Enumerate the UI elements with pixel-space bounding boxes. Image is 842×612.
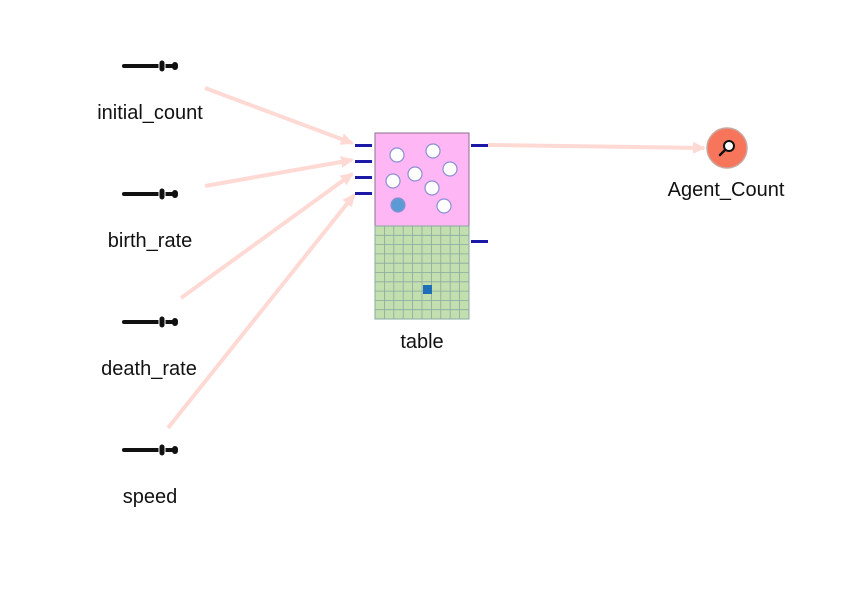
input-port[interactable] xyxy=(355,144,372,147)
slider-icon[interactable] xyxy=(122,315,178,329)
magnifier-icon[interactable] xyxy=(706,127,748,169)
agent-table-icon[interactable] xyxy=(374,132,470,320)
ports xyxy=(355,144,488,243)
highlighted-cell xyxy=(423,285,432,294)
slider-icon[interactable] xyxy=(122,443,178,457)
agent-dot xyxy=(436,198,452,214)
agent-dot xyxy=(425,143,441,159)
agent-dot xyxy=(407,166,423,182)
input-port[interactable] xyxy=(355,176,372,179)
input-port[interactable] xyxy=(355,160,372,163)
grid-lines xyxy=(375,226,469,319)
slider-label-speed: speed xyxy=(122,486,178,508)
table-label: table xyxy=(400,331,444,353)
slider-icon[interactable] xyxy=(122,59,178,73)
agent-count-label: Agent_Count xyxy=(667,179,785,201)
agent-dot xyxy=(442,161,458,177)
agent-dot xyxy=(385,173,401,189)
agent-dot xyxy=(424,180,440,196)
output-port[interactable] xyxy=(471,144,488,147)
link-speed-to-table[interactable] xyxy=(166,193,356,430)
slider-icon[interactable] xyxy=(122,187,178,201)
link-initial-count-to-table[interactable] xyxy=(204,86,354,145)
link-birth-rate-to-table[interactable] xyxy=(204,156,354,188)
slider-label-death-rate: death_rate xyxy=(101,358,197,380)
link-death-rate-to-table[interactable] xyxy=(179,172,354,300)
agent-dot-highlighted xyxy=(390,197,406,213)
links xyxy=(166,86,706,430)
agent-dot xyxy=(389,147,405,163)
link-table-to-agent-count[interactable] xyxy=(487,141,706,154)
output-port[interactable] xyxy=(471,240,488,243)
slider-label-initial-count: initial_count xyxy=(97,102,203,124)
agents xyxy=(385,143,458,214)
slider-label-birth-rate: birth_rate xyxy=(107,230,193,252)
input-port[interactable] xyxy=(355,192,372,195)
